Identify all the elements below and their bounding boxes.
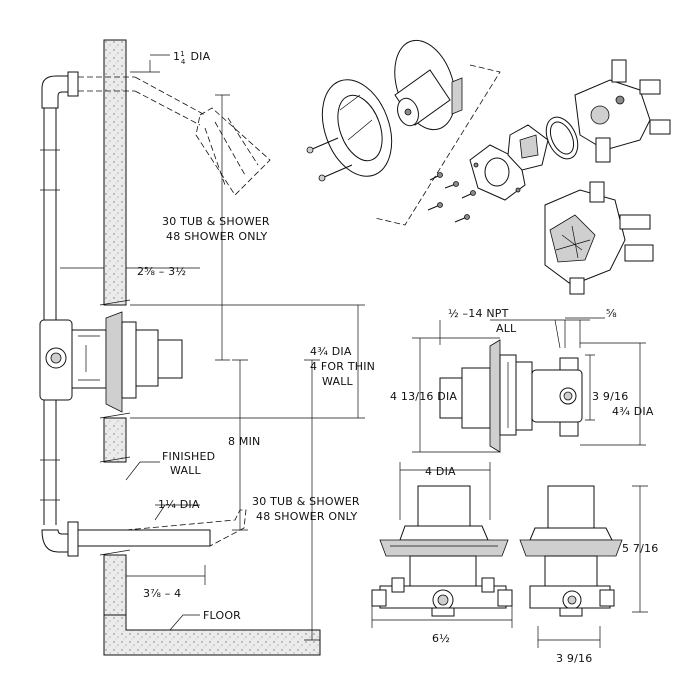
- tub-shower-upper-line2: 48 SHOWER ONLY: [166, 230, 268, 243]
- finished-wall-line1: FINISHED: [162, 450, 215, 463]
- finished-wall-line2: WALL: [170, 464, 202, 477]
- wall-upper: [103, 39, 127, 306]
- wall-depth-label: 2⅝ – 3½: [137, 265, 186, 278]
- o-ring: [545, 116, 579, 160]
- trim-dia-line2: 4 FOR THIN: [310, 360, 375, 373]
- shower-head: [195, 107, 271, 196]
- body-dia-label: 4¾ DIA: [612, 405, 654, 418]
- exploded-view: [306, 39, 671, 295]
- valve-side-view: [39, 311, 183, 413]
- front-width-label: 6½: [432, 632, 450, 645]
- side-width-label: 3 9/16: [556, 652, 592, 665]
- spout-pipe: [78, 529, 211, 547]
- wall-middle: [103, 417, 127, 463]
- floor-label: FLOOR: [203, 609, 241, 622]
- npt-all-label: ALL: [496, 322, 517, 335]
- overall-height-label: 5 7/16: [622, 542, 658, 555]
- wall-section: [99, 39, 321, 656]
- shower-arm: [134, 76, 206, 126]
- valve-side-narrow-view: [519, 485, 648, 648]
- spout-pipe-dia-label: 1¼ DIA: [158, 498, 200, 511]
- top-width-label: 4 DIA: [425, 465, 456, 478]
- trim-dia-line1: 4¾ DIA: [310, 345, 352, 358]
- wall-break-lines: [99, 299, 131, 556]
- supply-pipes: [40, 71, 271, 557]
- valve-side-dimension-view: [412, 317, 646, 453]
- tub-spout: [125, 509, 247, 547]
- body-height-label: 3 9/16: [592, 390, 628, 403]
- tub-shower-lower-line2: 48 SHOWER ONLY: [256, 510, 358, 523]
- spout-depth-label: 3⅞ – 4: [143, 587, 181, 600]
- tub-shower-lower-line1: 30 TUB & SHOWER: [252, 495, 360, 508]
- trim-dia-line3: WALL: [322, 375, 354, 388]
- valve-body-exploded: [574, 79, 651, 151]
- valve-front-view: [371, 462, 513, 628]
- side-offset-label: ⅝: [606, 307, 617, 320]
- tub-shower-upper-line1: 30 TUB & SHOWER: [162, 215, 270, 228]
- left-dimensions: [60, 54, 365, 641]
- floor-slab: [103, 614, 321, 656]
- min-height-label: 8 MIN: [228, 435, 260, 448]
- npt-label: ½ –14 NPT: [448, 307, 509, 320]
- escutcheon-dia-label: 4 13/16 DIA: [390, 390, 457, 403]
